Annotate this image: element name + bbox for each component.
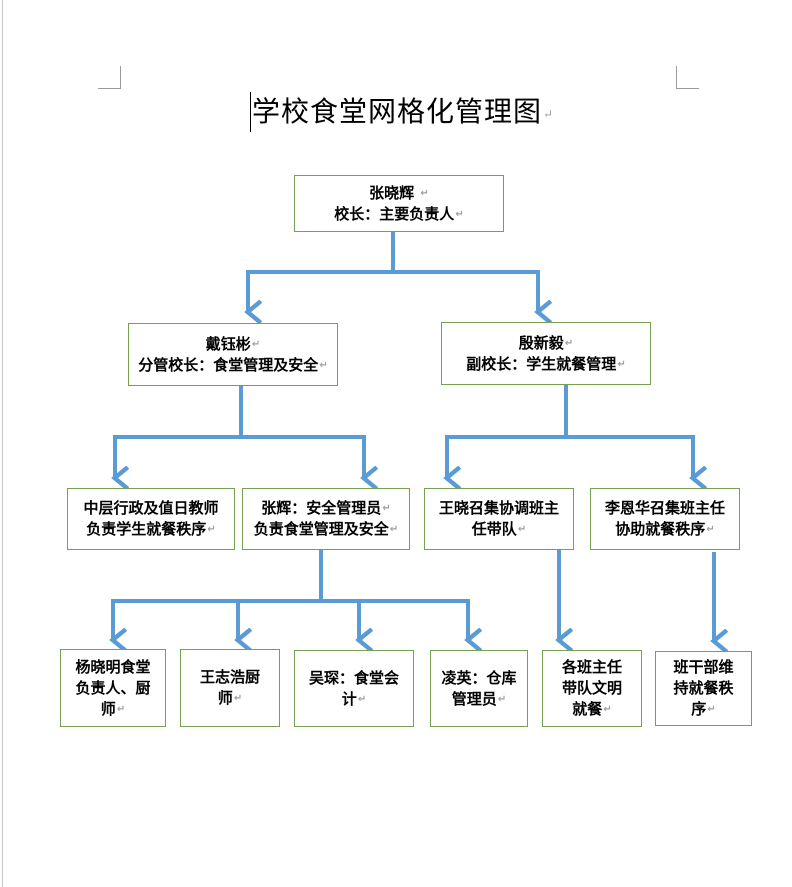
node-line: 带队文明 bbox=[561, 679, 622, 697]
node-line: 就餐↵ bbox=[572, 700, 612, 718]
org-node-vice-principal-canteen[interactable]: 戴钰彬↵ 分管校长：食堂管理及安全↵ bbox=[128, 323, 338, 386]
margin-corner-top-left bbox=[98, 66, 121, 89]
node-line: 负责人、厨 bbox=[75, 678, 151, 697]
node-line: 王晓召集协调班主 bbox=[438, 499, 559, 517]
node-name: 张晓辉 ↵ bbox=[369, 183, 429, 202]
org-node-canteen-head-chef[interactable]: 杨晓明食堂 负责人、厨 师↵ bbox=[60, 649, 166, 727]
node-line: 管理员↵ bbox=[451, 689, 507, 708]
org-node-middle-admin-teachers[interactable]: 中层行政及值日教师 负责学生就餐秩序↵ bbox=[67, 488, 235, 550]
page-left-edge bbox=[2, 0, 3, 887]
org-node-canteen-accountant[interactable]: 吴琛：食堂会 计↵ bbox=[294, 650, 414, 727]
org-node-class-teachers[interactable]: 各班主任 带队文明 就餐↵ bbox=[542, 650, 642, 727]
node-name: 戴钰彬↵ bbox=[205, 334, 261, 353]
paragraph-mark-icon: ↵ bbox=[543, 106, 555, 121]
org-node-class-cadres[interactable]: 班干部维 持就餐秩 序↵ bbox=[655, 651, 752, 726]
node-line: 计↵ bbox=[341, 689, 367, 708]
margin-corner-top-right bbox=[676, 66, 699, 89]
org-node-principal[interactable]: 张晓辉 ↵ 校长：主要负责人↵ bbox=[294, 175, 504, 232]
node-line: 师↵ bbox=[217, 689, 243, 707]
org-node-safety-manager[interactable]: 张辉：安全管理员↵ 负责食堂管理及安全↵ bbox=[242, 488, 410, 550]
node-role: 校长：主要负责人↵ bbox=[334, 204, 464, 223]
org-node-warehouse-keeper[interactable]: 凌英：仓库 管理员↵ bbox=[430, 650, 528, 727]
node-name: 殷新毅↵ bbox=[518, 333, 574, 352]
node-line: 协助就餐秩序↵ bbox=[615, 520, 715, 538]
node-line: 李恩华召集班主任 bbox=[604, 499, 725, 517]
org-node-vice-principal-dining[interactable]: 殷新毅↵ 副校长：学生就餐管理↵ bbox=[441, 322, 651, 385]
node-line: 师↵ bbox=[100, 699, 126, 718]
node-role: 副校长：学生就餐管理↵ bbox=[466, 354, 626, 373]
org-node-chef[interactable]: 王志浩厨 师↵ bbox=[180, 649, 280, 727]
org-node-class-teacher-coordinator[interactable]: 王晓召集协调班主 任带队↵ bbox=[424, 488, 574, 550]
node-line: 吴琛：食堂会 bbox=[308, 668, 399, 687]
node-line: 杨晓明食堂 bbox=[75, 657, 151, 676]
node-line: 负责学生就餐秩序↵ bbox=[86, 520, 216, 538]
document-title[interactable]: 学校食堂网格化管理图↵ bbox=[250, 92, 554, 132]
org-node-dining-order-assistant[interactable]: 李恩华召集班主任 协助就餐秩序↵ bbox=[590, 488, 740, 550]
node-line: 负责食堂管理及安全↵ bbox=[253, 520, 399, 538]
node-line: 中层行政及值日教师 bbox=[83, 499, 219, 517]
node-line: 班干部维 bbox=[673, 658, 734, 676]
node-line: 张辉：安全管理员↵ bbox=[261, 499, 391, 517]
node-line: 序↵ bbox=[691, 700, 716, 718]
node-line: 各班主任 bbox=[561, 658, 622, 676]
document-title-text: 学校食堂网格化管理图 bbox=[252, 95, 543, 128]
node-role: 分管校长：食堂管理及安全↵ bbox=[138, 355, 328, 374]
node-line: 凌英：仓库 bbox=[441, 668, 517, 687]
node-line: 王志浩厨 bbox=[199, 668, 260, 686]
node-line: 持就餐秩 bbox=[673, 679, 734, 697]
node-line: 任带队↵ bbox=[471, 520, 527, 538]
